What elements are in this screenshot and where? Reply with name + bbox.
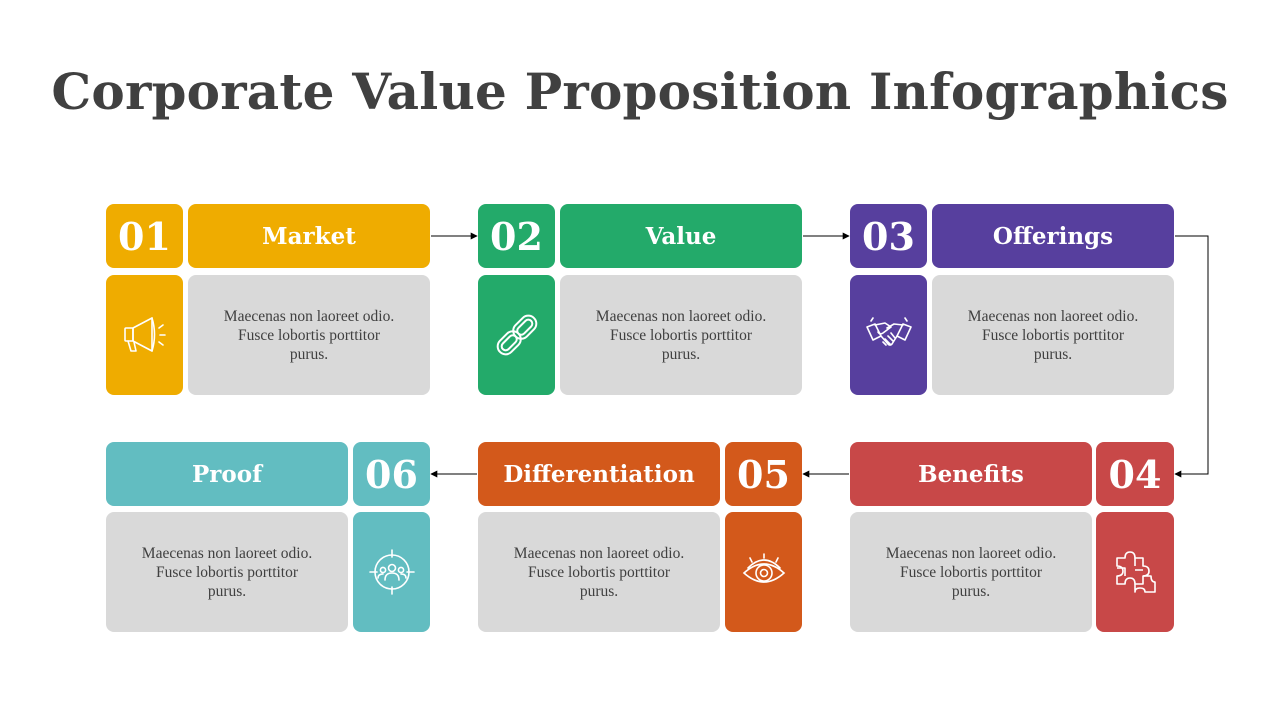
- step-icon-box-06: [353, 512, 430, 632]
- step-number-05: 05: [725, 442, 802, 506]
- step-heading-proof: Proof: [106, 442, 348, 506]
- step-heading-benefits: Benefits: [850, 442, 1092, 506]
- step-number-06: 06: [353, 442, 430, 506]
- step-number-04: 04: [1096, 442, 1174, 506]
- step-description-04: Maecenas non laoreet odio. Fusce loborti…: [850, 512, 1092, 632]
- megaphone-icon: [119, 309, 171, 361]
- eye-icon: [738, 546, 790, 598]
- page-title: Corporate Value Proposition Infographics: [51, 62, 1229, 121]
- step-icon-box-02: [478, 275, 555, 395]
- step-heading-value: Value: [560, 204, 802, 268]
- arrow-03-to-04: [1174, 235, 1209, 478]
- step-heading-market: Market: [188, 204, 430, 268]
- step-icon-box-04: [1096, 512, 1174, 632]
- handshake-icon: [863, 309, 915, 361]
- step-icon-box-01: [106, 275, 183, 395]
- step-number-02: 02: [478, 204, 555, 268]
- step-icon-box-05: [725, 512, 802, 632]
- chain-link-icon: [490, 308, 544, 362]
- puzzle-icon: [1109, 546, 1161, 598]
- target-group-icon: [367, 547, 417, 597]
- step-number-01: 01: [106, 204, 183, 268]
- step-number-03: 03: [850, 204, 927, 268]
- step-description-03: Maecenas non laoreet odio. Fusce loborti…: [932, 275, 1174, 395]
- step-description-01: Maecenas non laoreet odio. Fusce loborti…: [188, 275, 430, 395]
- step-description-06: Maecenas non laoreet odio. Fusce loborti…: [106, 512, 348, 632]
- step-description-02: Maecenas non laoreet odio. Fusce loborti…: [560, 275, 802, 395]
- step-icon-box-03: [850, 275, 927, 395]
- step-heading-offerings: Offerings: [932, 204, 1174, 268]
- step-description-05: Maecenas non laoreet odio. Fusce loborti…: [478, 512, 720, 632]
- step-heading-differentiation: Differentiation: [478, 442, 720, 506]
